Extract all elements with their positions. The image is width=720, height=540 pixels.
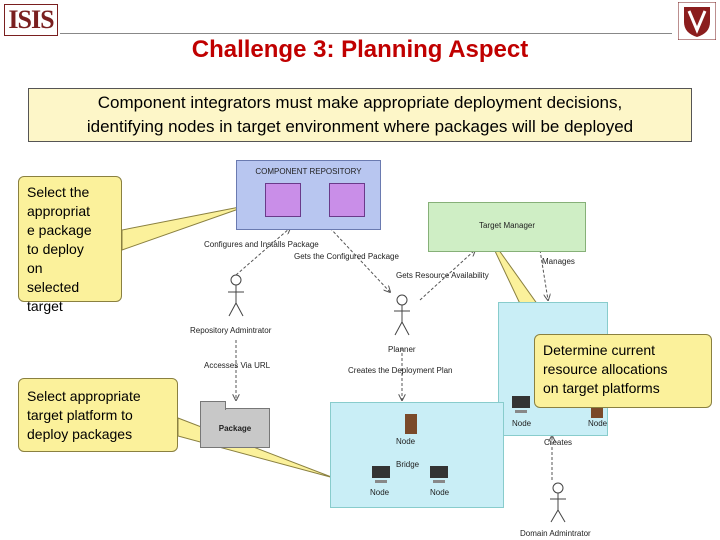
node-label-top: Node bbox=[396, 437, 416, 446]
component-repository: COMPONENT REPOSITORY bbox=[236, 160, 381, 230]
header-rule bbox=[60, 33, 672, 34]
slide-title: Challenge 3: Planning Aspect bbox=[191, 36, 529, 63]
package-label: Package bbox=[218, 424, 252, 433]
computer-icon bbox=[512, 396, 530, 413]
edge-configures bbox=[235, 228, 290, 276]
component-box-2 bbox=[329, 183, 365, 217]
node-label-left: Node bbox=[370, 488, 390, 497]
component-box-1 bbox=[265, 183, 301, 217]
edge-manages bbox=[539, 249, 548, 300]
actor-label-repository-admin: Repository Admintrator bbox=[190, 326, 272, 335]
edge-label-creates: Creates bbox=[544, 438, 573, 447]
edge-label-gets-resource: Gets Resource Availability bbox=[396, 271, 489, 280]
node-label-target1-left: Node bbox=[512, 419, 532, 428]
edge-label-manages: Manages bbox=[542, 257, 575, 266]
target-manager: Target Manager bbox=[428, 202, 586, 252]
target-manager-label: Target Manager bbox=[478, 221, 536, 230]
repository-admin-actor bbox=[228, 274, 244, 317]
vanderbilt-shield-icon bbox=[678, 2, 716, 40]
domain-admin-actor bbox=[550, 482, 566, 523]
callout-pointer-package bbox=[121, 204, 251, 251]
target-environment-2 bbox=[330, 402, 504, 508]
callout-line: Select the bbox=[27, 184, 90, 200]
planner-actor bbox=[394, 294, 410, 336]
intro-line-2: identifying nodes in target environment … bbox=[86, 117, 634, 136]
callout-line: appropriat bbox=[27, 203, 91, 219]
callout-line: selected bbox=[27, 279, 80, 295]
callout-line: on target platforms bbox=[543, 380, 660, 396]
callout-select-platform: Select appropriate target platform to de… bbox=[18, 378, 178, 452]
server-icon bbox=[405, 414, 417, 434]
edge-gets-resource bbox=[419, 250, 475, 301]
callout-line: target bbox=[27, 298, 63, 314]
component-repository-label: COMPONENT REPOSITORY bbox=[255, 167, 362, 176]
callout-determine-resources: Determine current resource allocations o… bbox=[534, 334, 712, 408]
edge-label-creates-plan: Creates the Deployment Plan bbox=[348, 366, 453, 375]
callout-select-package: Select the appropriat e package to deplo… bbox=[18, 176, 122, 314]
callout-line: to deploy bbox=[27, 241, 84, 257]
package-tab bbox=[200, 401, 226, 410]
computer-icon bbox=[430, 466, 448, 483]
edge-label-configures: Configures and Installs Package bbox=[204, 240, 319, 249]
actor-label-planner: Planner bbox=[388, 345, 416, 354]
node-label-target1-right: Node bbox=[588, 419, 608, 428]
package-folder: Package bbox=[200, 401, 270, 448]
callout-line: resource allocations bbox=[543, 361, 668, 377]
isis-logo: ISIS bbox=[4, 4, 58, 36]
edge-label-accesses: Accesses Via URL bbox=[204, 361, 271, 370]
callout-line: Select appropriate bbox=[27, 388, 141, 404]
callout-line: deploy packages bbox=[27, 426, 133, 442]
intro-line-1: Component integrators must make appropri… bbox=[97, 93, 623, 112]
node-label-right: Node bbox=[430, 488, 450, 497]
edge-label-gets-configured: Gets the Configured Package bbox=[294, 252, 399, 261]
callout-line: Determine current bbox=[543, 342, 656, 358]
actor-label-domain-admin: Domain Admintrator bbox=[520, 529, 591, 538]
callout-line: e package bbox=[27, 222, 92, 238]
callout-line: on bbox=[27, 260, 43, 276]
bridge-label: Bridge bbox=[396, 460, 420, 469]
intro-box: Component integrators must make appropri… bbox=[28, 88, 692, 142]
callout-line: target platform to bbox=[27, 407, 133, 423]
computer-icon bbox=[372, 466, 390, 483]
